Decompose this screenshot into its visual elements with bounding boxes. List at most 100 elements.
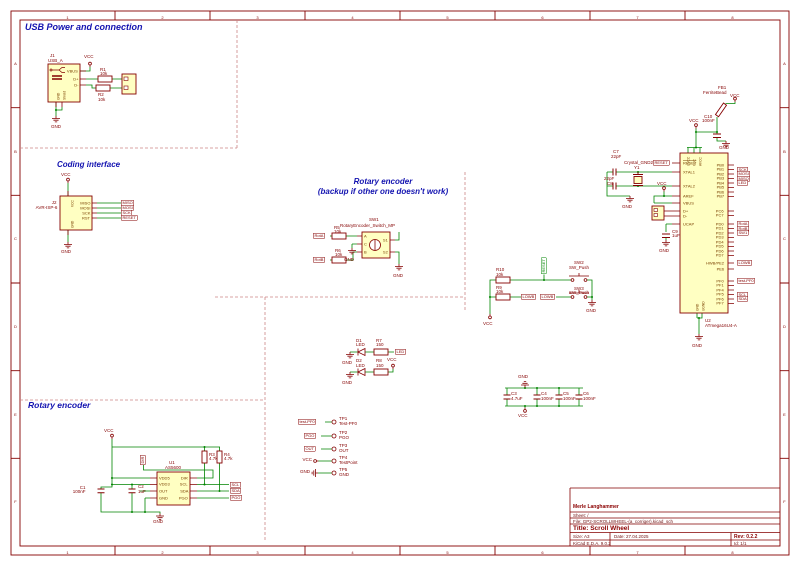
net-label: RotA: [313, 233, 325, 239]
section-title-rotary: Rotary encoder: [28, 400, 91, 410]
ref-label: C2: [138, 484, 144, 489]
mcu-pin-row: PD7: [680, 253, 795, 258]
pin-name: PF1: [716, 283, 724, 288]
value-label: 4.7k: [224, 456, 233, 461]
value-label: 100nF: [583, 395, 596, 401]
ref-label: FB1: [718, 85, 727, 90]
power-label: GND: [153, 519, 163, 524]
grid-ref: 3: [256, 550, 259, 555]
ref-label: U2: [705, 318, 711, 323]
grid-ref: 2: [161, 15, 164, 20]
value-label: 100nF: [563, 395, 576, 401]
pin-name: C: [364, 241, 367, 247]
section-dividers: [20, 20, 466, 540]
ref-label: R6: [335, 247, 341, 253]
power-label: VCC: [483, 321, 493, 326]
pin-name: XTAL2: [683, 183, 695, 189]
power-label: VCC: [518, 413, 528, 418]
ref-label: R7: [376, 337, 382, 343]
pin-name: PD0: [716, 221, 724, 227]
pin-name: S1: [383, 237, 388, 243]
ref-label: C3: [511, 391, 517, 396]
grid-ref: B: [783, 149, 786, 154]
power-label: VCC: [61, 172, 71, 177]
grid-ref: 6: [541, 550, 544, 555]
pin-name: PD6: [716, 248, 724, 254]
pin-name: RESET: [683, 160, 697, 166]
power-label: VCC: [387, 357, 397, 362]
grid-ref: 2: [161, 550, 164, 555]
pin-name: Shield: [63, 90, 67, 100]
title-block-date: Date: 27.04.2025: [614, 534, 649, 539]
power-label: GND: [692, 343, 702, 348]
value-label: 100nF: [541, 395, 554, 401]
ref-label: C8: [607, 180, 613, 186]
mcu-pin-row: PD3: [680, 235, 795, 240]
value-label: SW_Push: [569, 290, 590, 295]
grid-ref: 4: [351, 15, 354, 20]
net-label: SDA: [230, 488, 242, 494]
pin-name: PB1: [716, 167, 724, 172]
pin-name: PD7: [716, 253, 724, 258]
pin-name: D+: [683, 208, 689, 214]
ref-label: TP3: [339, 442, 348, 448]
pin-name: SCL: [180, 482, 188, 487]
mcu-pin-row: PB5: [680, 185, 795, 190]
pin-name: PF5: [716, 292, 724, 297]
net-label: RESET: [653, 160, 670, 166]
value-label: 4.7k: [209, 456, 218, 461]
power-label: GND: [719, 145, 729, 150]
pin-name: PGO: [179, 495, 188, 501]
pin-name: D+: [72, 76, 78, 82]
ref-label: R9: [496, 284, 502, 290]
net-label: RESET: [121, 215, 138, 221]
crystal-symbol: [633, 176, 643, 184]
pin-name: PF7: [716, 301, 724, 306]
net-label: RotB: [313, 257, 325, 263]
value-label: LED: [356, 342, 365, 347]
power-label: GND: [61, 249, 71, 254]
mcu-pin-row: PC7: [680, 213, 795, 218]
ref-label: TP4: [339, 454, 348, 460]
grid-ref: A: [14, 61, 17, 67]
grid-ref: 7: [636, 15, 639, 20]
grid-ref: C: [14, 236, 17, 242]
title-block-id: Id: 1/1: [734, 541, 747, 546]
value-label: PGO: [339, 435, 350, 440]
value-label: 150: [376, 342, 384, 347]
component-bodies: [47, 63, 729, 506]
ref-label: R1: [100, 66, 106, 72]
value-label: Test-PF0: [339, 421, 358, 426]
misc-symbols: [49, 67, 721, 494]
value-label: Crystal_GND24: [624, 160, 656, 165]
pin-name: PB6: [716, 189, 724, 195]
pin-name: UCAP: [683, 221, 695, 227]
power-label: GND: [659, 248, 669, 253]
pin-name: PD2: [716, 230, 724, 236]
net-label: LOWB: [521, 294, 536, 300]
mcu-pin-row: PF4: [680, 288, 795, 293]
net-label: OUT: [304, 446, 316, 452]
power-label: GND: [622, 204, 632, 209]
section-title-backup: Rotary encoder (backup if other one does…: [300, 177, 466, 196]
pin-name: GND: [57, 92, 61, 100]
title-block-author: Merle Langhammer: [573, 503, 619, 510]
value-label: 10k: [334, 229, 342, 234]
title-block-file: File: GP2-SCROLLWHEEL-(a_corriger).kicad…: [573, 518, 673, 524]
grid-ref: E: [783, 412, 786, 417]
ref-label: C7: [613, 149, 619, 154]
grid-ref: 3: [256, 15, 259, 20]
power-label: GND: [344, 257, 354, 262]
mcu-pin-row: PF1: [680, 283, 795, 288]
power-label: VCC: [84, 54, 94, 59]
ref-label: R2: [98, 92, 104, 97]
value-label: 4.7uF: [511, 395, 523, 401]
grid-ref: D: [14, 324, 17, 330]
net-label-vertical: RESET: [540, 257, 546, 274]
power-label: VCC: [104, 428, 114, 433]
